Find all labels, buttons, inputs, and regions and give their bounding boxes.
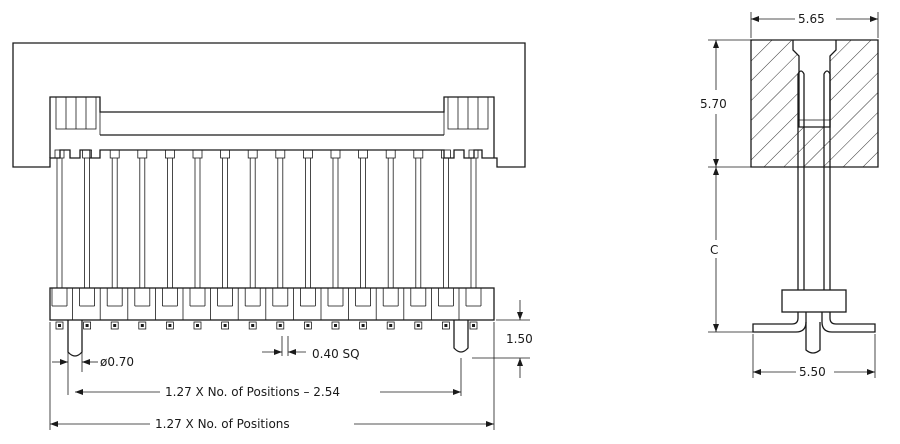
pin-tail — [110, 321, 119, 330]
dim-5-50: 5.50 — [752, 334, 876, 379]
pin-tail — [193, 321, 202, 330]
side-tail-right — [821, 312, 876, 333]
side-view: 5.65 5.70 C 5.50 — [700, 12, 879, 379]
base-dividers — [51, 288, 482, 320]
dim-c: C — [708, 167, 753, 333]
pin-tail-core — [389, 324, 393, 327]
pin-tail-core — [168, 324, 172, 327]
pin-tail-core — [472, 324, 475, 327]
housing-tooth — [468, 149, 479, 159]
housing-tooth — [413, 149, 424, 159]
pin-tail — [83, 321, 91, 330]
housing-tooth — [164, 149, 175, 159]
housing-tooth — [385, 149, 396, 159]
pin-tail — [138, 321, 147, 330]
housing-tooth — [247, 149, 258, 159]
dim-square: 0.40 SQ — [262, 336, 360, 361]
pin-tail-core — [416, 324, 420, 327]
pin-tail-core — [58, 324, 61, 327]
side-post — [805, 322, 821, 354]
pin-tail-core — [113, 324, 117, 327]
label-1-50: 1.50 — [506, 332, 533, 346]
label-span-minus: 1.27 X No. of Positions – 2.54 — [165, 385, 340, 399]
pin-tail-core — [223, 324, 227, 327]
post-right — [453, 320, 469, 353]
housing-tooth — [192, 149, 203, 159]
pin-tail — [276, 321, 285, 330]
side-base — [781, 289, 847, 313]
label-5-65: 5.65 — [798, 12, 825, 26]
side-tail-left — [752, 312, 807, 333]
housing-tooth — [302, 149, 313, 159]
pin-tail-core — [334, 324, 337, 327]
pin-tail-core — [196, 324, 199, 327]
label-square: 0.40 SQ — [312, 347, 360, 361]
side-cavity — [792, 40, 837, 128]
side-pins — [797, 70, 831, 290]
housing-tooth — [275, 149, 286, 159]
pin-tail — [469, 321, 478, 330]
label-pin-diameter: ø0.70 — [100, 355, 134, 369]
pin-tail-core — [444, 324, 448, 327]
pin-row — [56, 158, 477, 288]
pin-tail — [441, 321, 450, 330]
latch-right — [447, 96, 489, 130]
dim-tail-height: 1.50 — [472, 300, 533, 378]
dim-span-total: 1.27 X No. of Positions — [49, 322, 495, 431]
housing-tooth — [54, 149, 65, 159]
housing-tooth — [440, 149, 451, 159]
label-span-total: 1.27 X No. of Positions — [155, 417, 290, 431]
pin-tails — [55, 321, 478, 330]
latch-left — [55, 96, 97, 130]
label-c: C — [710, 243, 718, 257]
housing-tooth — [330, 149, 341, 159]
pin-tail-core — [251, 324, 255, 327]
pin-tail-core — [278, 324, 282, 327]
pin-tail — [303, 321, 312, 330]
dim-pin-diameter: ø0.70 — [52, 352, 134, 395]
pin-tail-core — [140, 324, 144, 327]
post-left — [67, 320, 83, 357]
pin-header-base — [49, 287, 495, 321]
pin-tail — [359, 321, 368, 330]
housing-tooth — [137, 149, 148, 159]
pin-tail — [55, 321, 64, 330]
housing-cavity — [49, 96, 495, 158]
pin-tail — [331, 321, 340, 330]
pin-tail — [165, 321, 174, 330]
housing-tooth — [82, 149, 92, 159]
pin-tail — [386, 321, 395, 330]
dim-5-70: 5.70 — [700, 39, 751, 168]
front-view: 1.50 ø0.70 0.40 SQ — [12, 42, 533, 431]
pin-tail-core — [306, 324, 310, 327]
pin-tail — [414, 321, 423, 330]
pin-tail — [248, 321, 257, 330]
housing-tooth — [358, 149, 369, 159]
pin-tail-core — [361, 324, 365, 327]
housing-teeth — [54, 149, 479, 159]
pin-tail — [221, 321, 230, 330]
dim-span-minus: 1.27 X No. of Positions – 2.54 — [75, 358, 462, 399]
label-5-70: 5.70 — [700, 97, 727, 111]
label-5-50: 5.50 — [799, 365, 826, 379]
dim-5-65: 5.65 — [750, 12, 879, 38]
housing-tooth — [109, 149, 120, 159]
pin-tail-core — [85, 324, 89, 327]
housing-tooth — [220, 149, 231, 159]
